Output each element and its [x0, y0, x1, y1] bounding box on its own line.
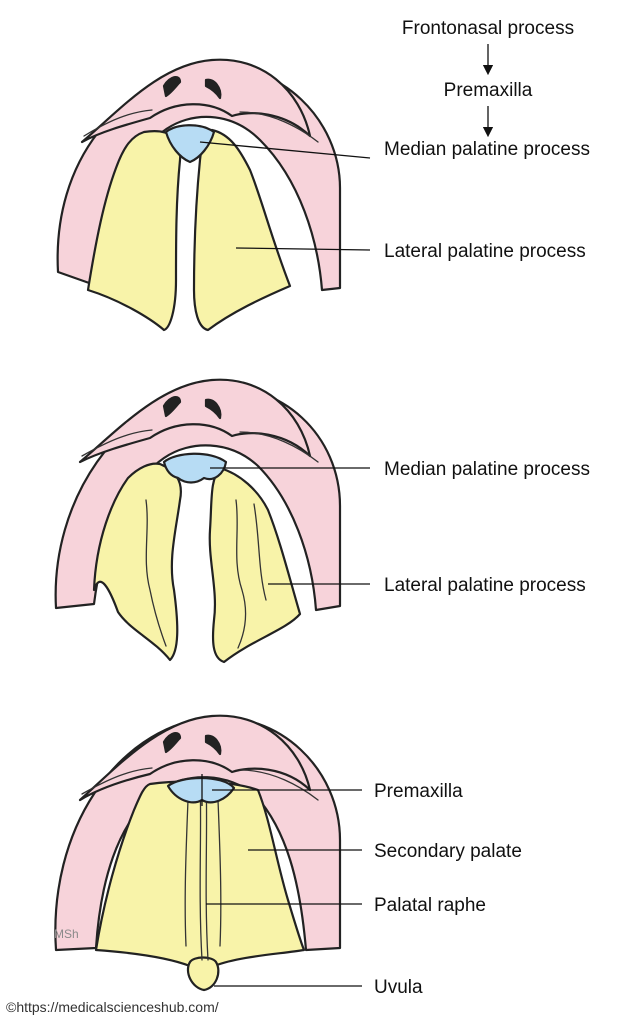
ridge-right-2b: [253, 503, 267, 601]
label-lateral-2: Lateral palatine process: [384, 575, 586, 596]
watermark-msh: MSh: [54, 927, 79, 941]
credit-url: ©https://medicalscienceshub.com/: [6, 999, 219, 1015]
panel-2-middle-stage: Median palatine process Lateral palatine…: [54, 378, 590, 664]
face-fold-right-3: [239, 769, 319, 801]
leader-median-1: [199, 141, 371, 159]
nose-region-2: [78, 378, 312, 464]
premaxilla-shape: [166, 777, 236, 804]
nose-region-1: [80, 58, 312, 144]
lateral-process-left-1: [86, 130, 182, 332]
nostril-left-2: [162, 396, 182, 418]
label-median-1: Median palatine process: [384, 139, 590, 160]
face-fold-left-2: [81, 429, 153, 457]
label-secondary: Secondary palate: [374, 841, 522, 862]
nostril-left-1: [162, 76, 182, 98]
lateral-process-left-2: [92, 462, 182, 662]
lateral-process-right-2: [208, 466, 302, 664]
label-raphe: Palatal raphe: [374, 895, 486, 916]
nose-region-3: [78, 714, 312, 802]
nostril-left-3: [162, 732, 182, 754]
panel-3-fused-stage: Premaxilla Secondary palate Palatal raph…: [54, 714, 522, 998]
raphe-line-c: [184, 799, 189, 947]
label-uvula: Uvula: [374, 977, 423, 998]
face-fold-right-1: [239, 111, 319, 143]
leader-lateral-1: [235, 247, 371, 251]
flow-label-frontonasal: Frontonasal process: [402, 18, 574, 39]
median-process-2: [162, 452, 228, 484]
label-premaxilla: Premaxilla: [374, 781, 463, 802]
raphe-line-d: [217, 799, 222, 947]
label-median-2: Median palatine process: [384, 459, 590, 480]
ridge-right-2a: [235, 499, 247, 649]
ridge-left-2: [145, 499, 167, 647]
median-process-1: [164, 124, 216, 164]
nostril-right-1: [204, 78, 222, 100]
face-fold-left-3: [81, 767, 153, 795]
nostril-right-3: [204, 734, 222, 756]
uvula-shape: [186, 956, 220, 992]
face-fold-right-2: [239, 431, 319, 463]
lateral-process-right-1: [192, 128, 292, 332]
face-fold-left-1: [83, 109, 153, 137]
label-lateral-1: Lateral palatine process: [384, 241, 586, 262]
nostril-right-2: [204, 398, 222, 420]
flow-label-premaxilla: Premaxilla: [444, 80, 533, 101]
panel-1-early-stage: Frontonasal process Premaxilla Median pa…: [56, 18, 590, 332]
